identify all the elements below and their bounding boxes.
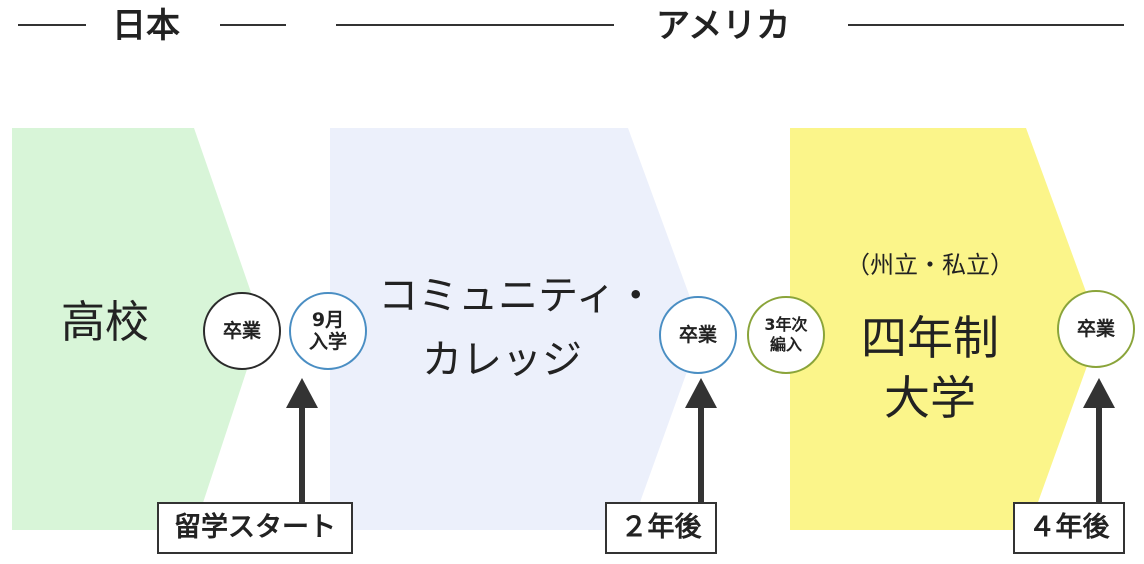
america-rule-left [336, 24, 614, 26]
milestone-september-enrollment: 9月 入学 [289, 292, 367, 370]
stage-university-shape [790, 128, 1100, 530]
arrow-two-years-head [685, 378, 717, 408]
milestone-cc-graduation-label: 卒業 [678, 324, 717, 346]
stage-community-college-shape [330, 128, 702, 530]
arrow-four-years-shaft [1096, 406, 1102, 502]
stage-university-note: （州立・私立） [846, 251, 1014, 279]
arrow-start-head [286, 378, 318, 408]
arrow-two-years-shaft [698, 406, 704, 502]
region-label-america: アメリカ [642, 6, 805, 46]
stage-community-college-label-line1: コミュニティ・ [378, 273, 656, 319]
japan-rule-right [220, 24, 286, 26]
milestone-enroll-line1: 9月 [311, 309, 345, 331]
milestone-transfer-line2: 編入 [769, 335, 802, 354]
america-rule-right [848, 24, 1124, 26]
milestone-uni-graduation: 卒業 [1057, 290, 1135, 368]
marker-study-abroad-start: 留学スタート [157, 502, 353, 554]
marker-two-years-later: ２年後 [605, 502, 717, 554]
milestone-third-year-transfer: 3年次 編入 [747, 296, 825, 374]
japan-rule-left [18, 24, 86, 26]
milestone-cc-graduation: 卒業 [659, 296, 737, 374]
stage-university-label-line1: 四年制 [861, 311, 999, 365]
milestone-hs-graduation: 卒業 [203, 292, 281, 370]
stage-high-school-label: 高校 [61, 297, 149, 348]
stage-high-school-shape [12, 128, 262, 530]
milestone-transfer-line1: 3年次 [764, 315, 808, 334]
milestone-hs-graduation-label: 卒業 [222, 320, 261, 342]
arrow-four-years-head [1083, 378, 1115, 408]
stage-community-college-label-line2: カレッジ [422, 337, 582, 383]
region-label-japan: 日本 [98, 6, 194, 46]
milestone-uni-graduation-label: 卒業 [1076, 318, 1115, 340]
arrow-start-shaft [299, 406, 305, 502]
milestone-enroll-line2: 入学 [308, 331, 347, 353]
marker-four-years-later: ４年後 [1013, 502, 1125, 554]
stage-university-label-line2: 大学 [884, 371, 976, 425]
